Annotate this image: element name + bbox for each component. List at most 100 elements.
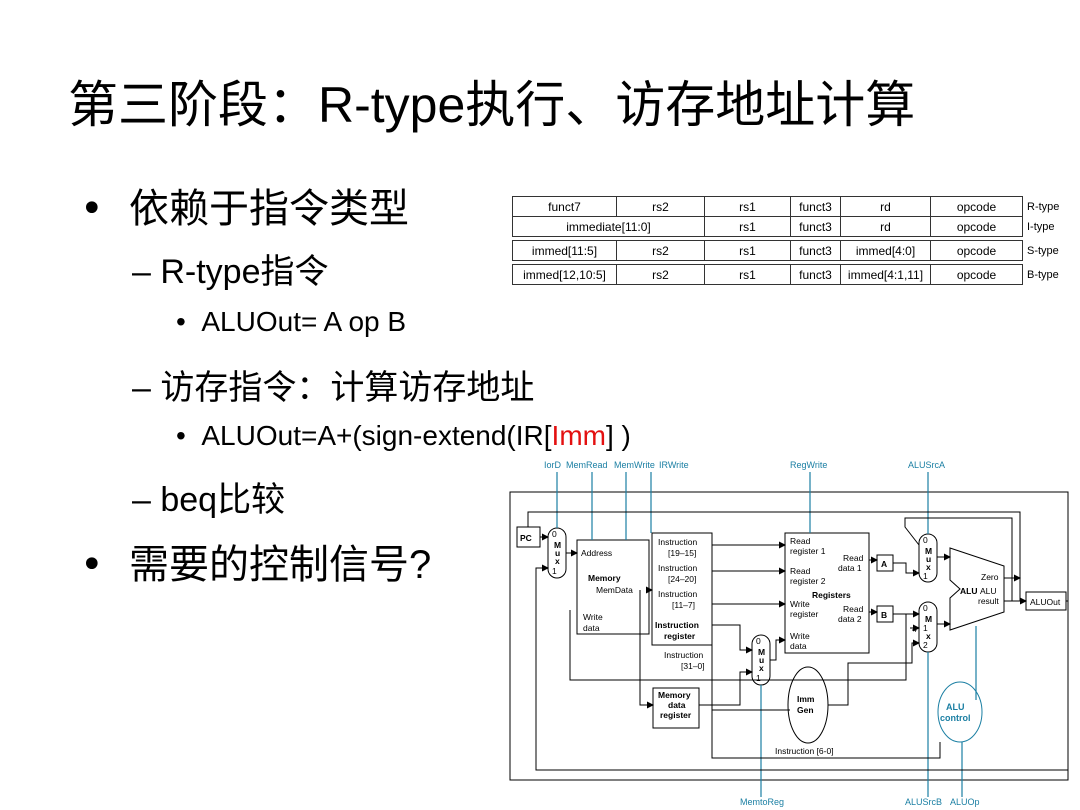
format-row-rtype: funct7 rs2 rs1 funct3 rd opcode R-type [512, 196, 1069, 217]
ir-all-field: [31–0] [681, 661, 705, 671]
immgen-line-2: Gen [797, 705, 814, 715]
label-irwrite: IRWrite [659, 460, 689, 470]
label-alu-control-1: ALU [946, 702, 965, 712]
mdr-line-3: register [660, 710, 692, 720]
mux-iord-x: x [555, 556, 560, 566]
mux-alusrca-u: u [926, 554, 931, 564]
reg-wr-b: register [790, 609, 819, 619]
reg-rd1-a: Read [843, 553, 864, 563]
label-instr-6-0: Instruction [6-0] [775, 746, 834, 756]
format-type-label: S-type [1027, 244, 1059, 257]
format-cell: immed[12,10:5] [512, 264, 617, 285]
format-cell: rs1 [704, 264, 791, 285]
label-memtoreg: MemtoReg [740, 797, 784, 807]
mux-alusrca-0: 0 [923, 535, 928, 545]
mux-alusrca-1: 1 [923, 571, 928, 581]
bullet-text: ? [409, 543, 432, 587]
bullet-text: ] ) [605, 420, 631, 451]
imm-highlight: Imm [551, 420, 606, 451]
format-cell: opcode [930, 196, 1023, 217]
label-alusrcb: ALUSrcB [905, 797, 942, 807]
mux-alusrcb-1: 1 [923, 623, 928, 633]
bullet-control-signals: • 需要的控制信号? [80, 542, 432, 588]
instruction-format-table: funct7 rs2 rs1 funct3 rd opcode R-type i… [512, 196, 1069, 285]
bullet-rtype: – R-type指令 [132, 252, 329, 292]
label-memory: Memory [588, 573, 621, 583]
mdr-line-2: data [668, 700, 686, 710]
mux-memtoreg-m: M [758, 647, 765, 657]
mux-alusrcb [918, 601, 938, 653]
label-alusrca: ALUSrcA [908, 460, 945, 470]
label-four: 4 [912, 624, 917, 634]
format-cell: immed[4:1,11] [840, 264, 931, 285]
format-cell: immed[4:0] [840, 240, 931, 261]
label-mem-data: data [583, 623, 600, 633]
label-alu-control-2: control [940, 713, 971, 723]
format-cell: opcode [930, 240, 1023, 261]
alu [949, 547, 1005, 631]
mux-iord-m: M [554, 540, 561, 550]
format-cell: funct3 [790, 196, 841, 217]
format-type-label: I-type [1027, 220, 1055, 233]
label-mem-write: Write [583, 612, 603, 622]
reg-rr2-a: Read [790, 566, 811, 576]
reg-wr-a: Write [790, 599, 810, 609]
mux-alusrcb-m: M [925, 614, 932, 624]
reg-rr1-b: register 1 [790, 546, 826, 556]
alu-name: ALU [960, 586, 977, 596]
mux-memtoreg-u: u [759, 655, 764, 665]
mux-iord-u: u [555, 548, 560, 558]
bullet-text: R-type [160, 253, 261, 291]
register-file [784, 532, 870, 654]
title-part: 执行、访存地址计算 [465, 76, 916, 134]
mux-alusrcb-x: x [926, 631, 931, 641]
bullet-aluout-aopb: • ALUOut= A op B [176, 306, 407, 337]
ir-field-1: [19–15] [668, 548, 696, 558]
label-b: B [881, 610, 887, 620]
label-memwrite: MemWrite [614, 460, 655, 470]
mux-alusrca-m: M [925, 546, 932, 556]
format-cell: immed[11:5] [512, 240, 617, 261]
format-type-label: B-type [1027, 268, 1059, 281]
reg-rd1-b: data 1 [838, 563, 862, 573]
alu-zero: Zero [981, 572, 999, 582]
format-cell: opcode [930, 216, 1023, 237]
ir-instr-3: Instruction [658, 589, 697, 599]
label-pc: PC [520, 533, 532, 543]
ir-field-3: [11–7] [672, 600, 695, 610]
title-part: 第三阶段： [68, 76, 318, 134]
label-a: A [881, 559, 887, 569]
ir-title-1: Instruction [655, 620, 699, 630]
ir-field-2: [24–20] [668, 574, 696, 584]
label-memread: MemRead [566, 460, 608, 470]
bullet-text: 访存指令：计算访存地址 [160, 368, 535, 408]
datapath-frame [509, 491, 1069, 781]
format-row-itype: immediate[11:0] rs1 funct3 rd opcode I-t… [512, 216, 1069, 237]
mux-iord-1: 1 [552, 566, 557, 576]
label-iord: IorD [544, 460, 562, 470]
format-row-btype: immed[12,10:5] rs2 rs1 funct3 immed[4:1,… [512, 264, 1069, 285]
mux-memtoreg-1: 1 [756, 673, 761, 683]
mux-alusrca-x: x [926, 562, 931, 572]
reg-rd2-a: Read [843, 604, 864, 614]
format-cell: rs2 [616, 264, 705, 285]
ir-title-2: register [664, 631, 696, 641]
ir-instr-2: Instruction [658, 563, 697, 573]
format-cell: opcode [930, 264, 1023, 285]
label-memdata: MemData [596, 585, 633, 595]
bullet-text: 指令 [260, 252, 329, 292]
reg-wd-b: data [790, 641, 807, 651]
bullet-aluout-signext: • ALUOut=A+(sign-extend(IR[Imm] ) [176, 420, 631, 451]
format-cell: funct3 [790, 264, 841, 285]
label-aluout: ALUOut [1030, 597, 1061, 607]
mux-alusrcb-2: 2 [923, 640, 928, 650]
format-cell: rs1 [704, 216, 791, 237]
ir-all-instr: Instruction [664, 650, 703, 660]
mux-memtoreg-x: x [759, 663, 764, 673]
format-cell: rs1 [704, 240, 791, 261]
alu-control [937, 681, 983, 743]
bullet-text: 比较 [217, 480, 286, 520]
format-cell: immediate[11:0] [512, 216, 705, 237]
bullet-text: ALUOut=A+(sign-extend(IR[ [201, 420, 552, 451]
